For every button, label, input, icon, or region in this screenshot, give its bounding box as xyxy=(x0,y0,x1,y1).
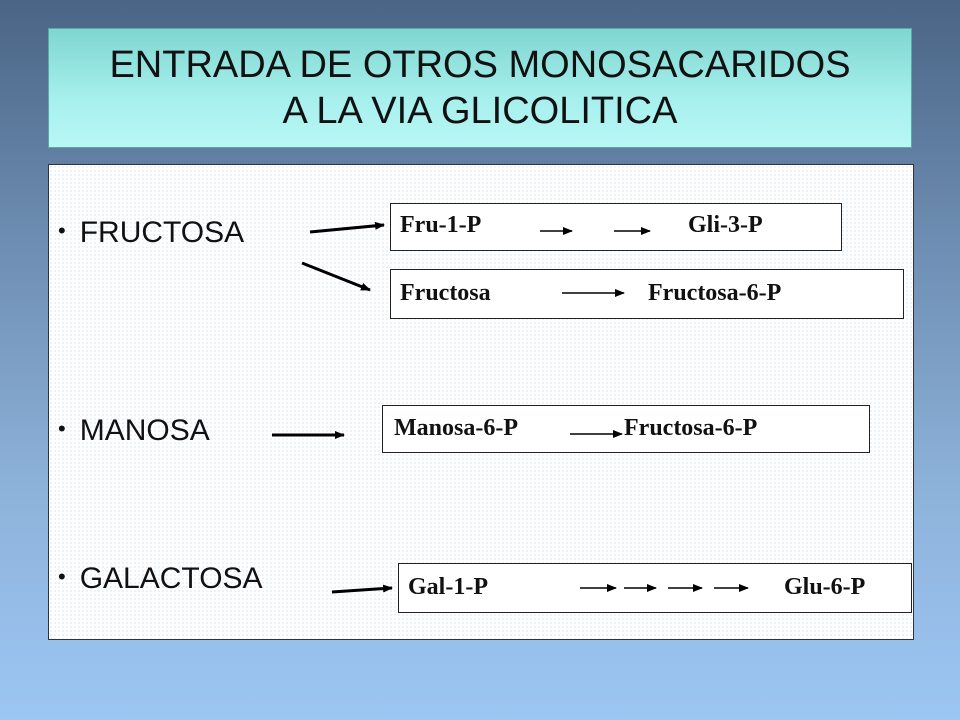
bullet-dot: • xyxy=(58,218,66,243)
title-line-2: A LA VIA GLICOLITICA xyxy=(282,90,678,132)
title-box: ENTRADA DE OTROS MONOSACARIDOS A LA VIA … xyxy=(48,28,912,148)
pathway-fructosa-start: Fructosa xyxy=(400,280,491,306)
pathway-box-fru1p xyxy=(390,203,842,251)
pathway-box-fructosa xyxy=(390,269,904,319)
bullet-dot: • xyxy=(58,416,66,441)
bullet-fructosa: • FRUCTOSA xyxy=(58,216,244,250)
bullet-galactosa-label: GALACTOSA xyxy=(79,562,263,595)
bullet-manosa: • MANOSA xyxy=(58,414,210,448)
pathway-fru1p-end: Gli-3-P xyxy=(688,212,763,238)
pathway-box-manosa xyxy=(382,405,870,453)
pathway-galactosa-start: Gal-1-P xyxy=(408,574,488,600)
bullet-dot: • xyxy=(58,564,66,589)
bullet-manosa-label: MANOSA xyxy=(79,414,210,447)
pathway-galactosa-end: Glu-6-P xyxy=(784,574,866,600)
bullet-fructosa-label: FRUCTOSA xyxy=(79,216,245,249)
pathway-manosa-start: Manosa-6-P xyxy=(394,415,518,441)
bullet-galactosa: • GALACTOSA xyxy=(58,562,263,596)
pathway-manosa-end: Fructosa-6-P xyxy=(624,415,758,441)
pathway-fructosa-end: Fructosa-6-P xyxy=(648,280,782,306)
pathway-fru1p-start: Fru-1-P xyxy=(400,212,482,238)
title-line-1: ENTRADA DE OTROS MONOSACARIDOS xyxy=(109,44,851,86)
